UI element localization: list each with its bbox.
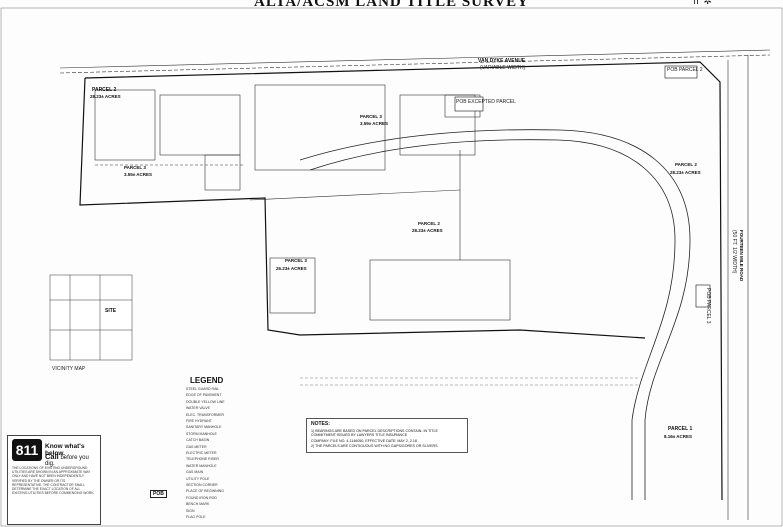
parcel-area: 8.16± ACRES: [664, 434, 692, 439]
parcel-label: PARCEL 2: [675, 162, 697, 167]
parcel-label: PARCEL 2: [92, 87, 116, 93]
legend-item: SECTION CORNER: [186, 483, 218, 487]
parcel-area: 3.59± ACRES: [360, 121, 388, 126]
notes-heading: NOTES:: [311, 421, 330, 427]
survey-title: ALTA/ACSM LAND TITLE SURVEY: [253, 0, 529, 10]
legend-item: FIRE HYDRANT: [186, 419, 212, 423]
legend-item: ELEC. TRANSFORMER: [186, 412, 225, 417]
legend-item: CATCH BASIN: [186, 438, 210, 443]
parcel-area: 28.23± ACRES: [412, 228, 443, 233]
legend-item: GAS MAIN: [186, 470, 204, 475]
parcel-label: PARCEL 1: [668, 426, 692, 432]
road-east-sub: (50 FT. 1/2 WIDTH): [731, 230, 737, 274]
legend-item: DOUBLE YELLOW LINE: [186, 399, 225, 404]
section-lines: [300, 377, 640, 386]
legend-item: ELECTRIC METER: [186, 451, 217, 455]
parcel-area: 28.23± ACRES: [670, 170, 701, 175]
vicinity-site-label: SITE: [105, 308, 117, 314]
legend-item: UTILITY POLE: [186, 476, 210, 481]
parcel-area: 3.55± ACRES: [124, 172, 152, 177]
legend-item: WATER MANHOLE: [186, 463, 217, 468]
legend-heading: LEGEND: [190, 376, 224, 385]
parcel-label: PARCEL 3: [285, 258, 307, 263]
legend-item: STORM MANHOLE: [186, 431, 217, 436]
property-boundary: [79, 61, 723, 501]
legend-item: FOUND IRON ROD: [186, 495, 217, 500]
logo-811: 811: [12, 439, 42, 461]
pob-legend-symbol: POB: [150, 490, 167, 498]
legend-item: PLACE OF BEGINNING: [186, 489, 224, 494]
curved-drive: [299, 129, 691, 500]
note-line: COMPANY, FILE NO. 4-1146050, EFFECTIVE D…: [311, 438, 417, 443]
parcel-label: PARCEL 2: [418, 221, 440, 226]
note-line: 1) BEARINGS ARE BASED ON PARCEL DESCRIPT…: [311, 429, 438, 438]
utility-disclaimer: THE LOCATIONS OF EXISTING UNDERGROUND UT…: [12, 466, 95, 496]
note-line: 2) THE PARCELS ARE CONTIGUOUS WITH NO GA…: [311, 444, 439, 449]
sheet-border: [0, 7, 783, 527]
call-word: Call: [45, 452, 59, 461]
vicinity-map: [49, 274, 133, 361]
call-rest: before you dig.: [45, 455, 89, 467]
parcel-labels: PARCEL 2 28.23± ACRES PARCEL 3 3.55± ACR…: [90, 87, 701, 439]
legend-item: FLAG POLE: [186, 515, 206, 519]
interior-parcel-lines: [94, 84, 511, 321]
legend-item: SANITARY MANHOLE: [186, 425, 222, 430]
parcel-label: PARCEL 3: [360, 114, 382, 119]
pob-markers: POB PARCEL 2 POB EXCEPTED PARCEL POB PAR…: [454, 65, 711, 324]
parcel-area: 28.23± ACRES: [90, 94, 121, 99]
vicinity-caption: VICINITY MAP: [52, 366, 86, 372]
pob-excepted: POB EXCEPTED PARCEL: [456, 99, 516, 105]
legend-item: SIGN: [186, 508, 195, 513]
road-north-sub: (VARIABLE WIDTH): [480, 65, 526, 71]
legend-item: STEEL GUARD RAIL: [186, 387, 220, 391]
call-before-dig: Call before you dig.: [45, 452, 100, 467]
pob-parcel3: POB PARCEL 3: [705, 288, 711, 324]
legend-item: BENCH MARK: [186, 502, 210, 507]
know-whats-below: Know what's below.: [45, 443, 85, 457]
legend-item: TELEPHONE RISER: [186, 457, 219, 462]
call-811-box: 811 Know what's below. Call before you d…: [7, 435, 101, 525]
fourteen-mile-road: [727, 55, 749, 520]
van-dyke-avenue: [59, 49, 771, 74]
north-arrow-icon: ⇈ ✲: [692, 0, 712, 7]
road-east-label: FOURTEEN MILE ROAD: [739, 230, 744, 282]
legend-item: WATER VALVE: [186, 406, 210, 411]
parcel-area: 26.23± ACRES: [276, 266, 307, 271]
legend-item: GAS METER: [186, 444, 207, 449]
notes-box: NOTES: 1) BEARINGS ARE BASED ON PARCEL D…: [306, 418, 468, 453]
parcel-label: PARCEL 3: [124, 165, 146, 170]
road-north-label: VAN DYKE AVENUE: [478, 58, 526, 64]
pob-parcel2: POB PARCEL 2: [667, 67, 703, 73]
legend-item: EDGE OF PAVEMENT: [186, 393, 222, 398]
